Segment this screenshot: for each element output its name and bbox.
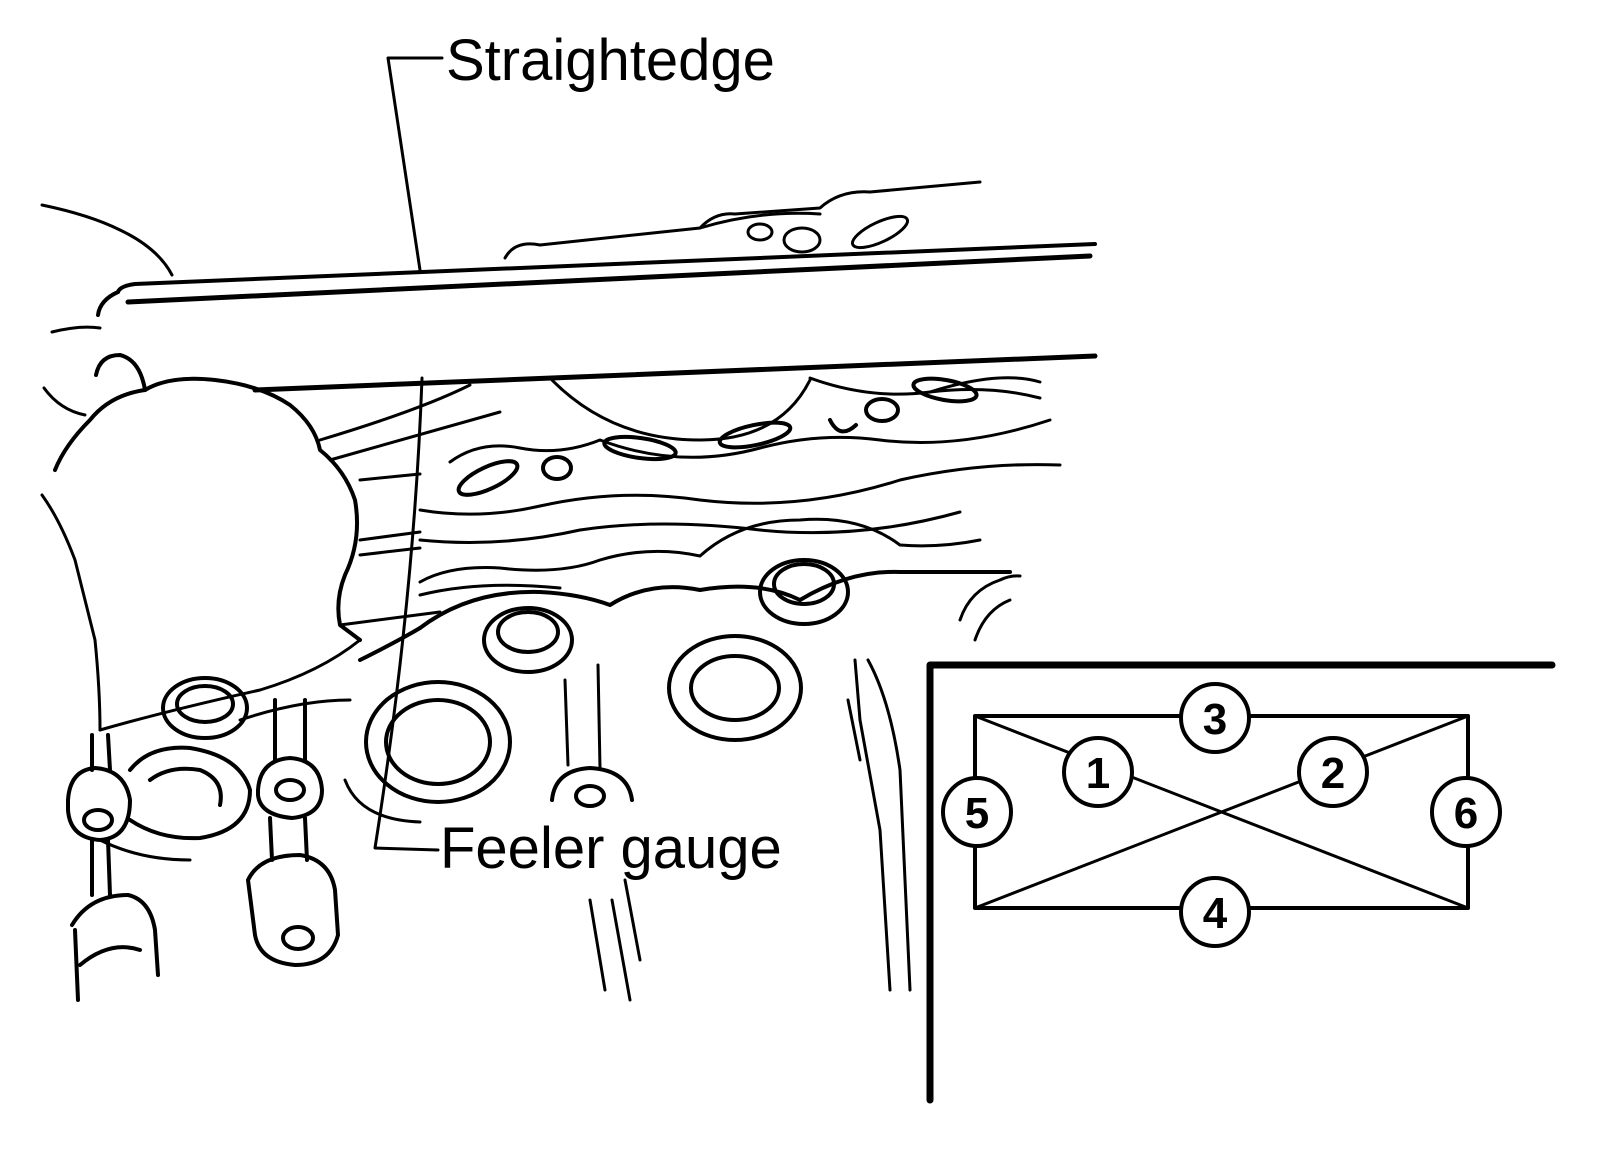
cylinder-head-illustration: Straightedge Feeler gauge (40, 28, 1098, 1002)
head-bolts (66, 658, 912, 1002)
straightedge-bar (96, 242, 1098, 393)
point-number: 3 (1203, 695, 1227, 744)
callout-leaders (373, 56, 444, 852)
diagonal-line-2 (973, 714, 1470, 910)
measurement-pattern-inset: 3 1 2 5 6 4 (926, 661, 1556, 1104)
valve-seats (98, 558, 1022, 862)
point-number: 6 (1454, 789, 1478, 838)
point-number: 2 (1321, 749, 1345, 798)
straightedge-label: Straightedge (446, 28, 775, 93)
point-number: 5 (965, 789, 989, 838)
measurement-point-2: 2 (1297, 736, 1369, 808)
hand-illustration (40, 203, 442, 732)
feeler-gauge-label: Feeler gauge (440, 816, 782, 881)
point-number: 1 (1086, 749, 1110, 798)
measurement-point-3: 3 (1179, 682, 1251, 754)
measurement-point-4: 4 (1179, 876, 1251, 948)
measurement-point-5: 5 (941, 776, 1013, 848)
measurement-point-1: 1 (1062, 736, 1134, 808)
measurement-point-6: 6 (1430, 776, 1502, 848)
point-number: 4 (1203, 889, 1228, 938)
